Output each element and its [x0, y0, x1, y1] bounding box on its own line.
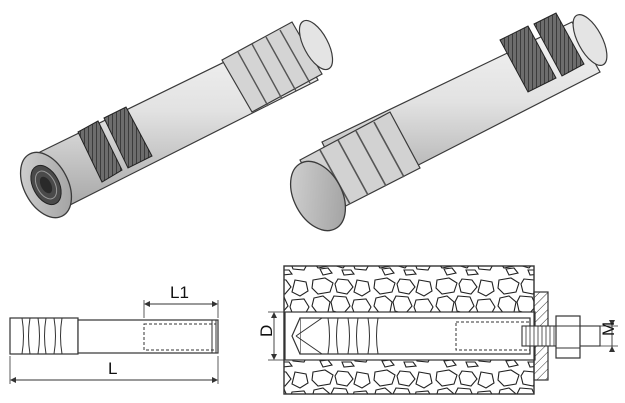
anchor-3d-internal-thread: [19, 19, 334, 219]
label-l1: L1: [170, 283, 189, 302]
anchor-3d-ribbed: [289, 12, 608, 232]
anchor-installed-section: D M: [257, 265, 618, 395]
label-m: M: [599, 322, 618, 336]
ribbed-end: [221, 19, 334, 113]
label-l: L: [108, 359, 117, 378]
anchor-side-view: L1 L: [9, 283, 219, 384]
label-d: D: [257, 325, 276, 337]
